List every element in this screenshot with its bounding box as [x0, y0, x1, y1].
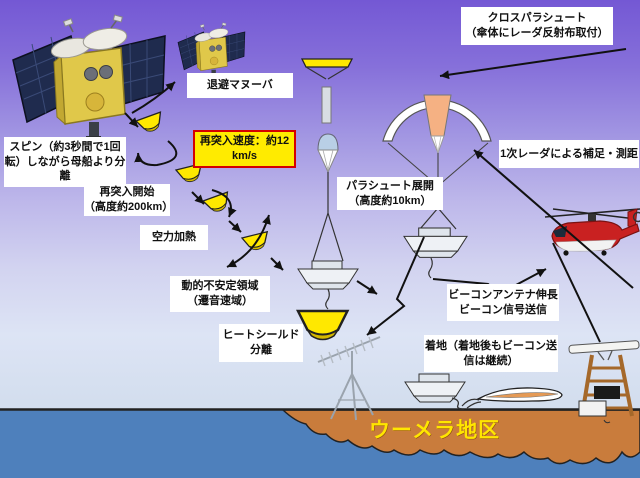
- hayabusa-after-separation-icon: [177, 22, 246, 79]
- label-primary-radar: 1次レーダによる補足・測距: [499, 140, 639, 168]
- label-evade-maneuver: 退避マヌーバ: [187, 73, 293, 98]
- ground-woomera: [0, 408, 640, 478]
- label-parachute-deploy: パラシュート展開 （高度約10km）: [337, 177, 443, 210]
- landed-parachute-icon: [461, 387, 563, 409]
- arrow-spin-2: [211, 189, 237, 218]
- yagi-antenna-icon: [317, 336, 381, 421]
- arrow-oscillation: [226, 214, 271, 268]
- arrow-spin-1: [134, 140, 178, 167]
- line-radar-tracking-2: [552, 242, 601, 343]
- helicopter-icon: [544, 208, 640, 256]
- label-reentry-speed: 再突入速度：約12 km/s: [193, 130, 296, 168]
- label-cross-parachute: クロスパラシュート （傘体にレーダ反射布取付）: [461, 7, 613, 45]
- heat-shield-icon: [296, 309, 349, 341]
- capsule-under-parachute-icon: [403, 227, 468, 279]
- arrow-beacon-to-antenna: [366, 236, 425, 336]
- arrow-step-2-3: [191, 191, 205, 205]
- label-beacon-signal: ビーコンアンテナ伸長 ビーコン信号送信: [447, 284, 559, 321]
- label-spin-separation: スピン（約3秒間で1回 転）しながら母船より分 離: [4, 137, 126, 187]
- radar-tower-icon: [568, 340, 640, 424]
- region-title-woomera: ウーメラ地区: [369, 419, 501, 442]
- arrow-radar-tracking: [473, 149, 634, 289]
- arrow-to-drogue-phase: [270, 257, 284, 271]
- landed-capsule-icon: [404, 373, 466, 410]
- label-reentry-start: 再突入開始 （高度約200km）: [84, 184, 173, 216]
- label-dynamic-instability: 動的不安定領域 （遷音速域）: [170, 276, 270, 312]
- arrow-to-landing: [356, 280, 378, 295]
- label-heatshield-separation: ヒートシールド 分離: [219, 324, 303, 362]
- arrow-cross-parachute-leader: [439, 48, 627, 80]
- label-landing: 着地（着地後もビーコン送 信は継続）: [424, 335, 558, 372]
- arrow-step-3-4: [228, 220, 242, 233]
- arrow-separation: [124, 112, 139, 128]
- label-aero-heating: 空力加熱: [140, 225, 208, 250]
- arrow-evade-maneuver: [131, 81, 176, 114]
- drogue-deploy-stack-icon: [297, 58, 359, 310]
